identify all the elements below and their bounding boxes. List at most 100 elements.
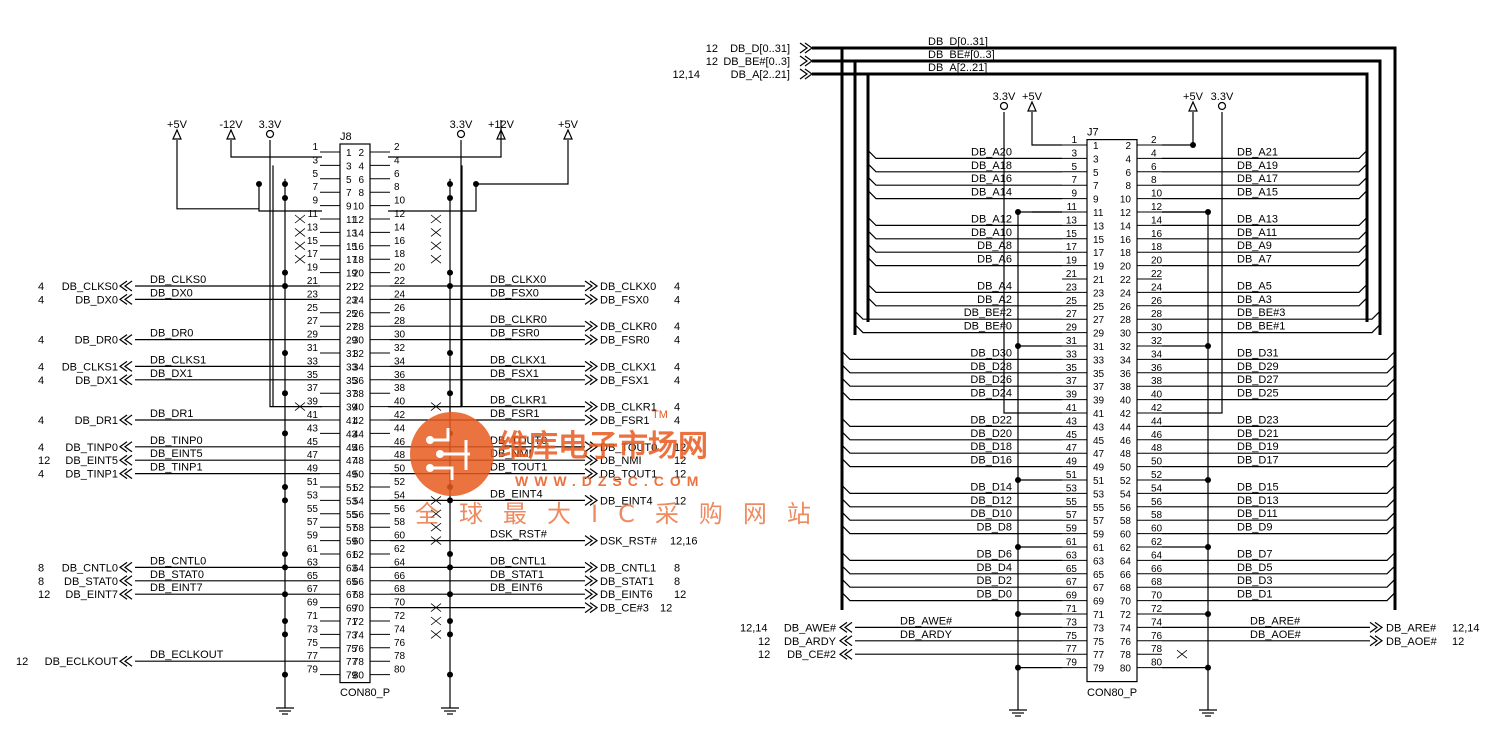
bus-entry (867, 230, 1062, 240)
net-label: DB_A14 (971, 187, 1012, 199)
offpage-label: DB_EINT7 (65, 589, 118, 601)
pin-number-outer: 45 (1066, 430, 1078, 441)
offpage-label: DB_ECLKOUT (45, 656, 119, 668)
pin-number: 29 (346, 336, 358, 347)
net-label: DB_CLKR0 (490, 314, 547, 326)
page-ref: 12 (758, 636, 770, 648)
pin-number: 8 (358, 188, 364, 199)
pin-number-outer: 4 (394, 155, 400, 166)
bus-entry (1162, 484, 1396, 494)
net-label: DB_CLKS0 (150, 274, 206, 286)
watermark-logo-icon (410, 412, 494, 496)
net-label: DB_TINP0 (150, 435, 203, 447)
pin-number-outer: 23 (307, 289, 319, 300)
pin-number-outer: 48 (1151, 443, 1163, 454)
net-label: DB_EINT4 (490, 488, 543, 500)
bus-entry (841, 525, 1062, 535)
junction-dot (447, 631, 453, 638)
pin-number: 46 (353, 443, 365, 454)
pin-number: 57 (346, 523, 358, 534)
offpage-connector-icon (118, 414, 133, 426)
power-label: +5V (1183, 91, 1204, 103)
pin-number: 8 (1125, 181, 1131, 192)
junction-dot (256, 181, 262, 187)
pin-number-outer: 18 (1151, 242, 1163, 253)
pin-number: 48 (1120, 449, 1132, 460)
pin-number: 69 (1093, 597, 1105, 608)
pin-number-outer: 62 (394, 544, 406, 555)
power-label: 3.3V (993, 91, 1016, 103)
pin-number: 14 (353, 228, 365, 239)
net-label: DB_A5 (1237, 280, 1272, 292)
pin-number: 21 (1093, 275, 1105, 286)
junction-dot (447, 195, 453, 201)
pin-number-outer: 27 (307, 316, 319, 327)
page-ref: 12,14 (740, 622, 768, 634)
bus-entry (841, 364, 1062, 374)
offpage-connector-icon (838, 648, 853, 660)
pin-number-outer: 22 (1151, 269, 1163, 280)
pin-number-outer: 8 (1151, 175, 1157, 186)
pin-number-outer: 3 (1071, 148, 1077, 159)
offpage-label: DB_FSX1 (600, 375, 649, 387)
net-label: DB_D6 (977, 548, 1012, 560)
offpage-connector-icon (118, 441, 133, 453)
pin-number-outer: 47 (307, 450, 319, 461)
pin-number: 77 (1093, 650, 1105, 661)
net-label: DB_FSR1 (490, 408, 540, 420)
pin-number: 74 (353, 630, 365, 641)
pin-number: 41 (346, 416, 358, 427)
junction-dot (447, 269, 453, 276)
bus-entry (867, 283, 1062, 293)
net-label: DB_TOUT0 (490, 435, 547, 447)
pin-number-outer: 80 (1151, 658, 1163, 669)
pin-number-outer: 31 (1066, 336, 1078, 347)
pin-number: 59 (346, 537, 358, 548)
pin-number: 11 (1093, 208, 1104, 219)
pin-number-outer: 73 (307, 624, 319, 635)
pin-number-outer: 35 (1066, 363, 1078, 374)
pin-number: 42 (1120, 409, 1132, 420)
bus-entry (1162, 511, 1396, 521)
junction-dot (282, 195, 288, 201)
offpage-connector-icon (584, 602, 599, 614)
pin-number-outer: 9 (1071, 189, 1077, 200)
junction-dot (447, 591, 453, 598)
pin-number-outer: 77 (1066, 644, 1078, 655)
junction-dot (447, 564, 453, 571)
pin-number-outer: 79 (1066, 658, 1078, 669)
page-ref: 4 (674, 415, 680, 427)
pin-number: 11 (346, 215, 357, 226)
pin-number: 27 (1093, 315, 1105, 326)
bus-entry (867, 297, 1062, 307)
pin-number-outer: 63 (307, 557, 319, 568)
pin-number: 75 (346, 644, 358, 655)
pin-number-outer: 11 (308, 209, 319, 220)
offpage-connector-icon (1369, 635, 1384, 647)
pin-number-outer: 54 (1151, 483, 1163, 494)
net-label: DB_DX1 (150, 368, 193, 380)
pin-number-outer: 67 (1066, 577, 1078, 588)
pin-number: 60 (353, 537, 365, 548)
offpage-connector-icon (584, 320, 599, 332)
net-label: DB_A11 (1237, 227, 1277, 239)
pin-number-outer: 1 (1071, 135, 1077, 146)
bus-entry (1162, 417, 1396, 427)
pin-number: 20 (353, 269, 365, 280)
junction-dot (1015, 477, 1021, 483)
pin-number-outer: 74 (1151, 617, 1163, 628)
pin-number-outer: 30 (1151, 323, 1163, 334)
offpage-connector-icon (584, 454, 599, 466)
pin-number: 24 (1120, 288, 1132, 299)
net-label: DB_EINT6 (490, 582, 543, 594)
pin-number: 40 (353, 403, 365, 414)
bus-name: DB_A[2..21] (928, 62, 987, 74)
net-label: DB_DX0 (150, 287, 193, 299)
pin-number: 33 (346, 362, 358, 373)
pin-number-outer: 10 (394, 196, 406, 207)
pin-number: 71 (1093, 610, 1105, 621)
pin-number: 6 (358, 175, 364, 186)
bus-entry (841, 498, 1062, 508)
pin-number-outer: 51 (307, 477, 319, 488)
power-label: 3.3V (1211, 91, 1234, 103)
